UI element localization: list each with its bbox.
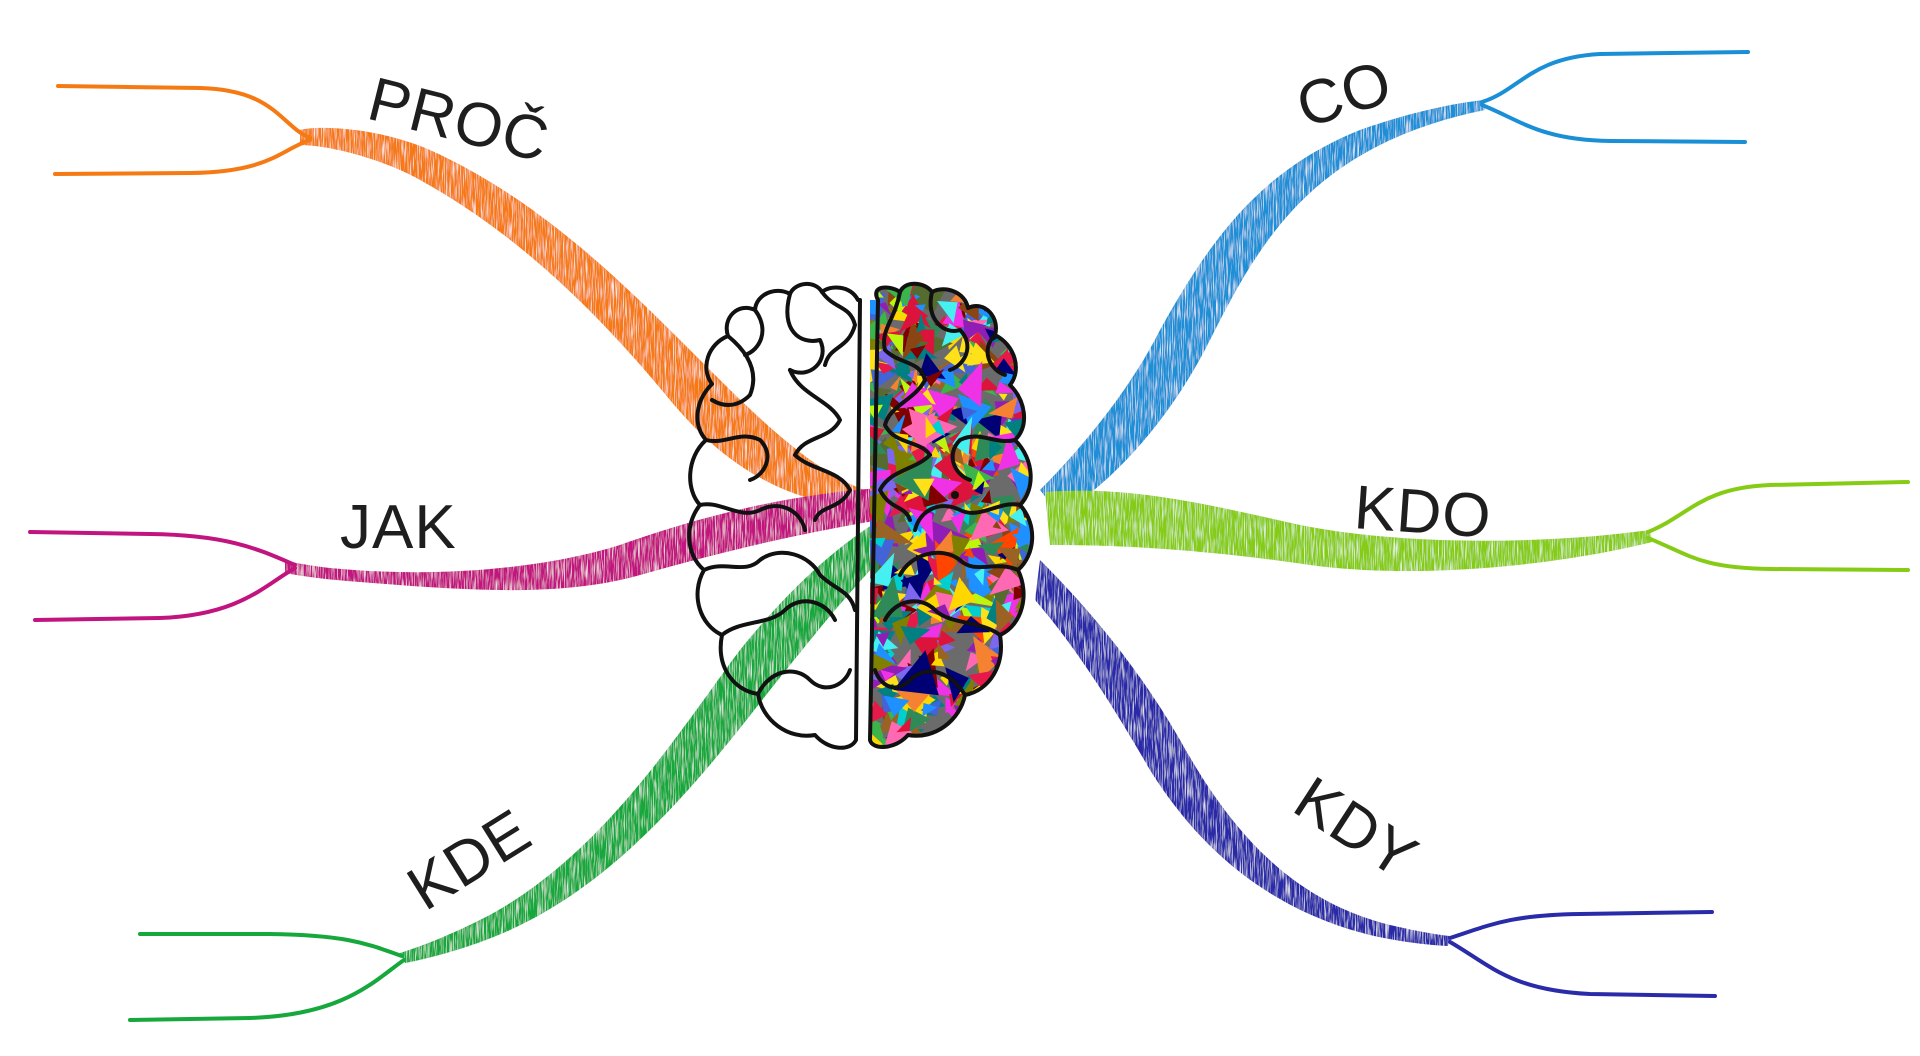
branch-co-twig-top [1480,50,1750,104]
label-kdy: KDY [1282,764,1429,893]
branch-jak [28,488,880,622]
branch-jak-twig-bottom [33,566,297,622]
branch-proc [53,84,880,510]
branch-kdo-stroke [1045,490,1652,572]
branch-co-twig-bottom [1480,103,1747,144]
branch-kdo [1045,480,1910,572]
branch-co-stroke [1040,100,1485,515]
branch-kde-twig-top [138,932,404,958]
branch-kdo-twig-bottom [1646,536,1910,572]
branch-proc-stroke [300,127,880,510]
branch-kdy [1035,560,1717,998]
branch-kdy-twig-bottom [1448,940,1717,998]
branch-kdy-stroke [1035,560,1450,946]
branch-jak-twig-top [28,530,297,567]
branch-kdy-twig-top [1448,910,1714,940]
branch-jak-stroke [285,488,880,591]
branch-kde-twig-bottom [128,958,406,1022]
branch-proc-twig-bottom [53,138,312,176]
brain-right-outline [868,281,1035,749]
branch-kde-stroke [400,520,885,963]
branch-co [1040,50,1750,515]
branch-kde [128,520,885,1022]
branch-kdo-twig-top [1646,480,1910,534]
label-kdo: KDO [1352,473,1494,551]
branch-proc-twig-top [56,84,312,140]
label-jak: JAK [340,493,457,562]
brain-left-hemisphere [687,282,862,750]
